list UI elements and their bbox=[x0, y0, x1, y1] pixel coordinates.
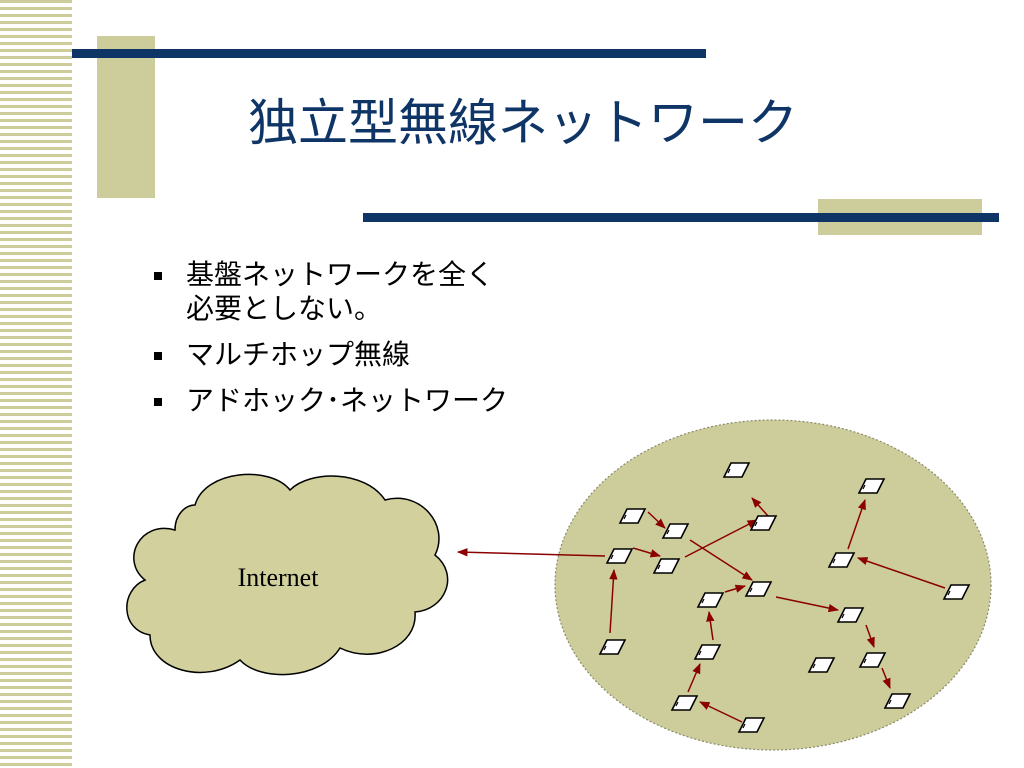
bullet-text-continued: 必要としない。 bbox=[186, 292, 383, 325]
bullet-item: アドホック･ネットワーク bbox=[150, 384, 570, 418]
link-arrow bbox=[751, 497, 769, 517]
link-arrow bbox=[706, 610, 715, 641]
bullet-item: マルチホップ無線 bbox=[150, 338, 570, 372]
link-arrow bbox=[881, 667, 891, 689]
bullet-text: アドホック･ネットワーク bbox=[186, 384, 509, 417]
internet-cloud: Internet bbox=[126, 473, 449, 676]
link-arrow bbox=[775, 596, 840, 613]
link-arrows bbox=[609, 497, 946, 723]
bullet-marker bbox=[154, 272, 162, 280]
link-arrow bbox=[699, 701, 743, 723]
bullet-marker bbox=[154, 352, 162, 360]
link-arrow bbox=[687, 663, 701, 693]
bullet-item: 基盤ネットワークを全く 必要としない。 bbox=[150, 258, 570, 326]
link-arrow bbox=[647, 511, 666, 529]
link-arrow bbox=[857, 557, 946, 589]
cloud-label: Internet bbox=[238, 563, 320, 592]
bullet-marker bbox=[154, 398, 162, 406]
cloud-shape bbox=[126, 473, 449, 676]
link-arrow bbox=[684, 519, 758, 558]
link-arrow bbox=[632, 547, 662, 558]
slide-title: 独立型無線ネットワーク bbox=[248, 94, 798, 152]
decorative-stripes bbox=[0, 0, 72, 768]
decorative-block-left bbox=[97, 36, 155, 198]
link-arrow bbox=[847, 499, 866, 550]
bullet-text: マルチホップ無線 bbox=[186, 338, 411, 371]
internet-link-arrow bbox=[456, 548, 606, 557]
adhoc-network-area bbox=[554, 419, 992, 751]
title-rule-bottom bbox=[363, 213, 999, 222]
link-arrow bbox=[724, 584, 747, 593]
link-arrow bbox=[865, 624, 875, 648]
title-rule-top bbox=[72, 49, 706, 58]
bullet-text: 基盤ネットワークを全く bbox=[186, 258, 495, 291]
link-arrow bbox=[689, 539, 753, 581]
bullet-list: 基盤ネットワークを全く 必要としない。 マルチホップ無線 アドホック･ネットワー… bbox=[150, 258, 570, 430]
link-arrow bbox=[609, 568, 618, 634]
